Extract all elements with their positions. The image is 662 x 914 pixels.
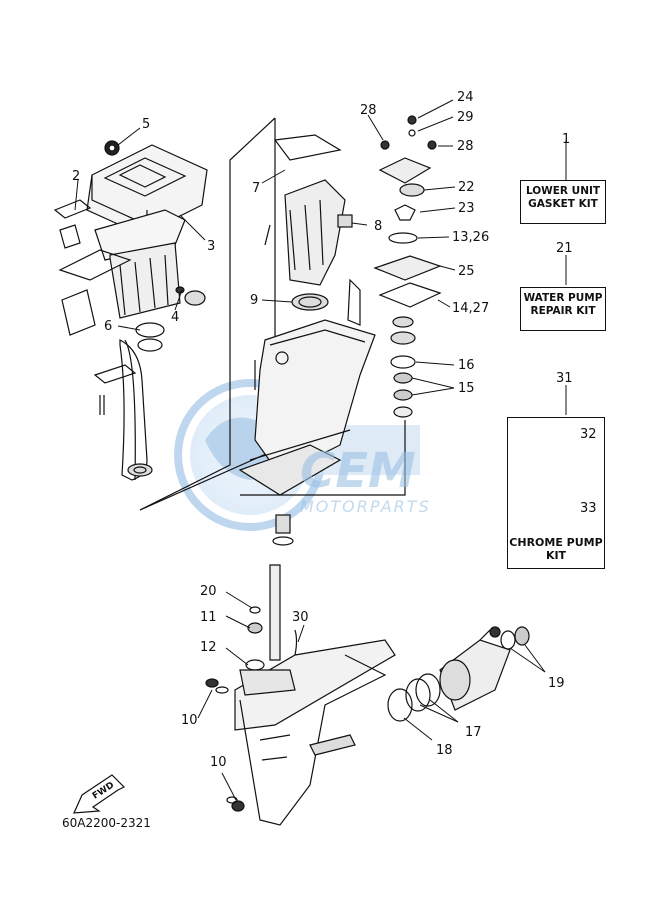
callout-1: 1 bbox=[562, 132, 571, 147]
callout-32: 32 bbox=[580, 427, 597, 442]
callout-5: 5 bbox=[142, 117, 151, 132]
assembly-bracket-line bbox=[139, 117, 276, 511]
callout-11: 11 bbox=[200, 610, 217, 625]
small-gaskets-left bbox=[53, 199, 206, 415]
callout-6: 6 bbox=[104, 319, 113, 334]
gearcase bbox=[205, 564, 396, 826]
callout-30: 30 bbox=[292, 610, 309, 625]
callout-23: 23 bbox=[458, 201, 475, 216]
callout-25: 25 bbox=[458, 264, 475, 279]
callout-20: 20 bbox=[200, 584, 217, 599]
lower-unit-gasket-kit-box: LOWER UNIT GASKET KIT bbox=[520, 180, 606, 224]
diagram-code: 60A2200-2321 bbox=[62, 816, 151, 830]
callout-22: 22 bbox=[458, 180, 475, 195]
callout-14-27: 14,27 bbox=[452, 301, 490, 316]
callout-21: 21 bbox=[556, 241, 573, 256]
callout-3: 3 bbox=[207, 239, 216, 254]
kit-line-1: CHROME PUMP bbox=[509, 536, 603, 549]
callout-24: 24 bbox=[457, 90, 474, 105]
callout-2: 2 bbox=[72, 169, 81, 184]
callout-28b: 28 bbox=[457, 139, 474, 154]
chrome-pump-kit-label: CHROME PUMP KIT bbox=[509, 536, 603, 562]
upper-casing-center bbox=[264, 134, 353, 311]
callout-19: 19 bbox=[548, 676, 565, 691]
callout-7: 7 bbox=[252, 181, 261, 196]
kit-line-2: REPAIR KIT bbox=[530, 305, 596, 317]
watermark-brand: CEM bbox=[300, 443, 416, 499]
callout-28a: 28 bbox=[360, 103, 377, 118]
fwd-arrow-icon bbox=[73, 774, 126, 814]
kit-line-2: KIT bbox=[545, 549, 567, 562]
drive-shaft-housing-left bbox=[58, 249, 153, 481]
callout-16: 16 bbox=[458, 358, 475, 373]
kit-line-1: WATER PUMP bbox=[523, 292, 603, 304]
callout-15: 15 bbox=[458, 381, 475, 396]
kit-line-1: LOWER UNIT bbox=[525, 185, 601, 197]
callout-4: 4 bbox=[171, 310, 180, 325]
watermark-sub: MOTORPARTS bbox=[300, 497, 431, 516]
water-pump-group bbox=[373, 115, 442, 418]
callout-17: 17 bbox=[465, 725, 482, 740]
oil-filter bbox=[275, 514, 291, 534]
callout-9: 9 bbox=[250, 293, 259, 308]
callout-10a: 10 bbox=[181, 713, 198, 728]
callout-13-26: 13,26 bbox=[452, 230, 490, 245]
kit-line-2: GASKET KIT bbox=[528, 198, 598, 210]
callout-12: 12 bbox=[200, 640, 217, 655]
callout-18: 18 bbox=[436, 743, 453, 758]
callout-33: 33 bbox=[580, 501, 597, 516]
prop-shaft-housing bbox=[387, 626, 530, 722]
callout-8: 8 bbox=[374, 219, 383, 234]
callout-10b: 10 bbox=[210, 755, 227, 770]
callout-31: 31 bbox=[556, 371, 573, 386]
lower-casing-upper bbox=[238, 278, 376, 496]
callout-29: 29 bbox=[457, 110, 474, 125]
water-pump-repair-kit-box: WATER PUMP REPAIR KIT bbox=[520, 287, 606, 331]
